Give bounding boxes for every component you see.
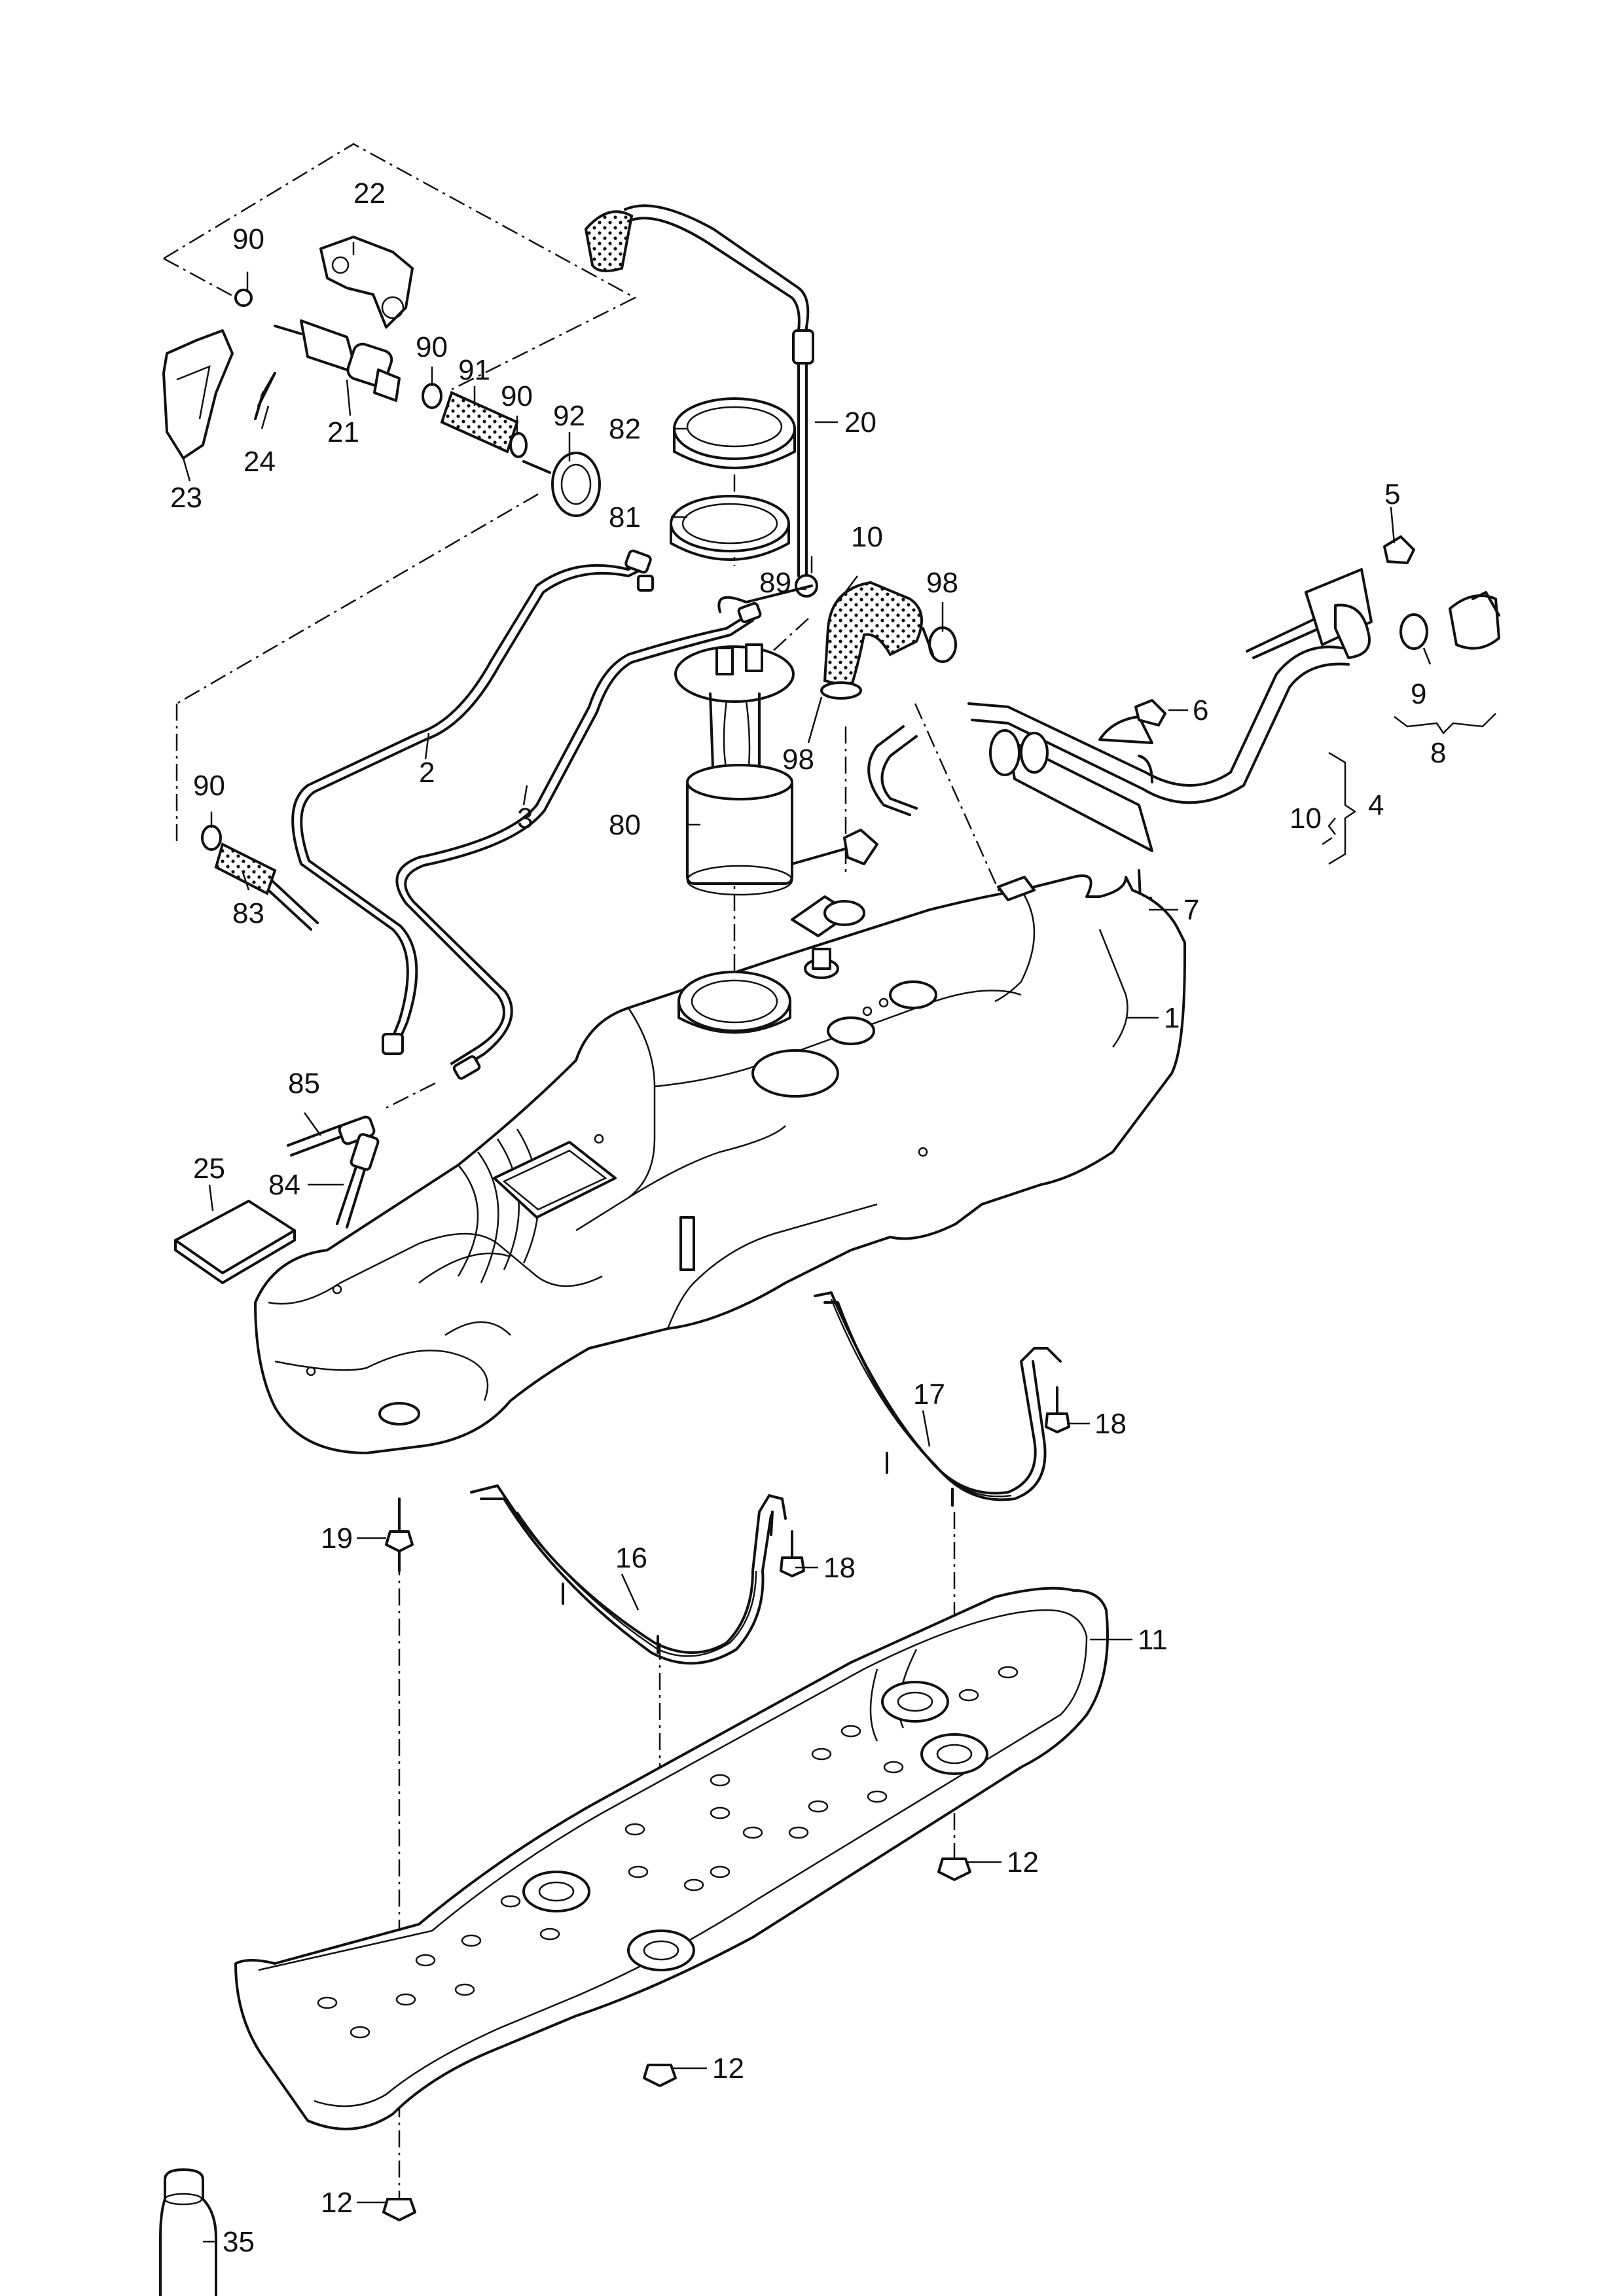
connector-84 [336, 1133, 380, 1229]
callout-98-lower: 98 [782, 744, 814, 776]
clamp-90-top [234, 289, 253, 307]
clamp-98-lower [820, 681, 862, 700]
bracket-23 [162, 329, 234, 459]
locking-ring-82 [673, 397, 796, 469]
callout-12-right: 12 [1007, 1846, 1039, 1878]
callout-12-left: 12 [321, 2187, 353, 2219]
filter-bracket-group [162, 236, 601, 517]
callout-81: 81 [609, 501, 641, 533]
skid-plate-11 [234, 1587, 1109, 2130]
callout-80: 80 [609, 809, 641, 841]
leader-lines [182, 242, 1432, 2243]
callout-4: 4 [1368, 789, 1384, 821]
callout-24: 24 [244, 446, 276, 478]
fuel-tank-1 [254, 874, 1186, 1454]
connector-92 [522, 452, 601, 517]
callout-90-hose: 90 [501, 380, 533, 412]
callout-10-hose: 10 [851, 521, 883, 553]
callout-16: 16 [615, 1542, 647, 1574]
callout-8: 8 [1430, 737, 1446, 769]
hose-91 [440, 391, 519, 454]
callout-1: 1 [1164, 1002, 1180, 1034]
callout-18-upper: 18 [1094, 1408, 1127, 1440]
clamp-98-upper [928, 626, 957, 663]
stop-6 [1134, 699, 1166, 726]
callout-5: 5 [1384, 478, 1400, 511]
callout-23: 23 [170, 482, 202, 514]
callout-21: 21 [327, 416, 359, 448]
stud-19 [385, 1498, 414, 1572]
callout-35: 35 [223, 2226, 255, 2258]
callout-22: 22 [353, 177, 386, 209]
callout-9: 9 [1411, 678, 1426, 710]
callout-17: 17 [913, 1378, 945, 1410]
callout-85: 85 [288, 1067, 320, 1100]
callout-6: 6 [1193, 694, 1208, 726]
callout-98-upper: 98 [926, 567, 958, 599]
callout-90-lower: 90 [193, 770, 225, 802]
fuel-pump-80 [674, 584, 878, 896]
callouts: 1 2 3 4 5 6 7 8 9 10 10 11 12 12 12 16 1… [170, 177, 1446, 2258]
seal-81 [670, 495, 790, 561]
callout-19: 19 [321, 1522, 353, 1554]
callout-25: 25 [193, 1153, 225, 1185]
callout-18-lower: 18 [823, 1552, 856, 1584]
callout-92: 92 [553, 400, 585, 432]
callout-10-neck: 10 [1290, 802, 1322, 834]
lines-2-3 [291, 549, 762, 1080]
brace-marks [1322, 713, 1496, 865]
callout-83: 83 [232, 897, 264, 929]
clamp-90-filter [422, 383, 442, 409]
hose-10 [820, 581, 957, 700]
clamp-90-hose [509, 432, 528, 458]
strap-16 [470, 1484, 787, 1665]
filler-neck-4 [867, 535, 1500, 852]
callout-90-filter: 90 [416, 331, 448, 363]
bolts-18 [780, 1386, 1070, 1577]
callout-12-middle: 12 [712, 2053, 744, 2085]
callout-91: 91 [458, 354, 490, 386]
nuts-12 [382, 1857, 971, 2221]
fuel-filter-21 [274, 319, 401, 402]
callout-90-top: 90 [232, 223, 264, 255]
strap-17 [814, 1291, 1062, 1507]
callout-89: 89 [759, 567, 791, 599]
callout-7: 7 [1183, 894, 1199, 926]
callout-20: 20 [844, 406, 876, 439]
callout-84: 84 [268, 1169, 300, 1201]
part-35 [159, 2168, 217, 2296]
hose-83 [201, 825, 319, 931]
callout-82: 82 [609, 413, 641, 445]
bracket-22 [319, 236, 414, 329]
callout-11: 11 [1138, 1624, 1168, 1656]
clip-24 [254, 372, 276, 420]
pad-25 [174, 1200, 296, 1284]
callout-2: 2 [419, 757, 435, 789]
callout-3: 3 [517, 802, 533, 834]
